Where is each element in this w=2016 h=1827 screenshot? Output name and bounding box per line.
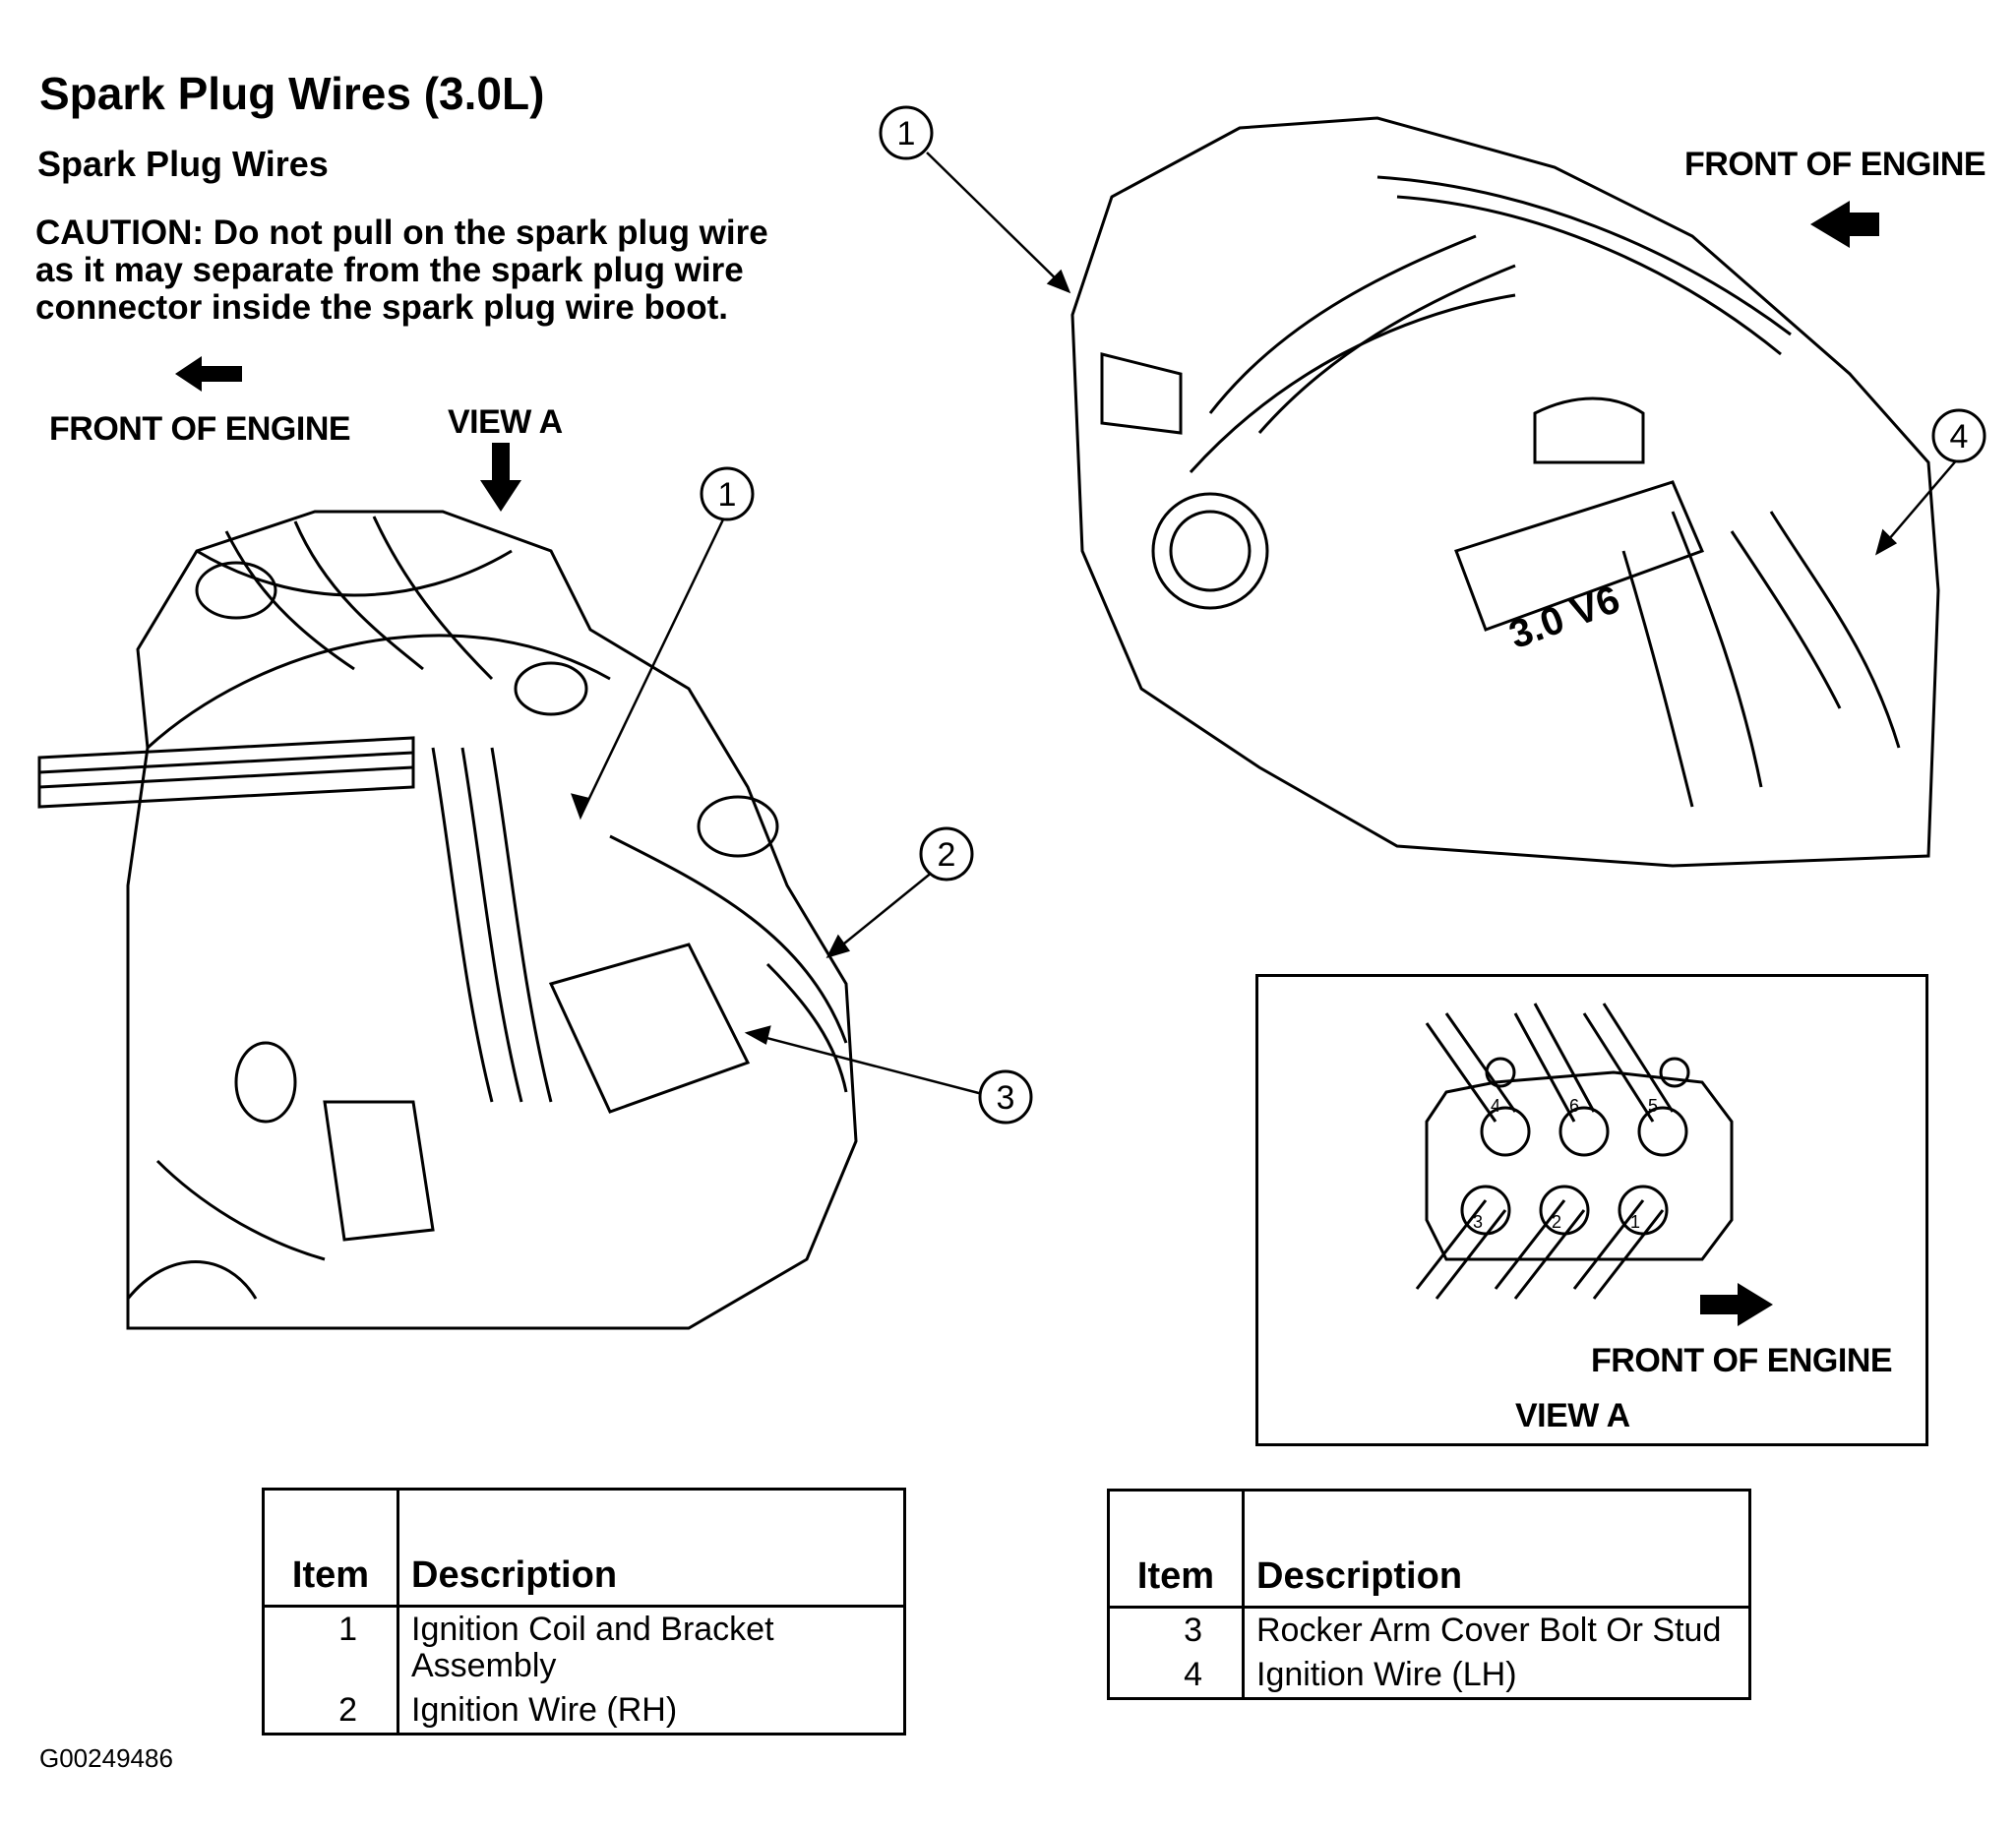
table-row: 2 Ignition Wire (RH): [262, 1688, 906, 1735]
left-callout-leaders: [571, 518, 999, 1100]
left-engine-drawing: [37, 510, 858, 1330]
right-callout-leaders: [926, 152, 1959, 556]
callout-left-2: 2: [938, 836, 956, 874]
callout-right-1: 1: [897, 115, 916, 152]
front-arrow-inset-icon: [1700, 1283, 1773, 1326]
legend-right-item-3: 3: [1107, 1607, 1245, 1653]
inset-plug-2: 2: [1552, 1212, 1561, 1232]
page-title: Spark Plug Wires (3.0L): [39, 68, 545, 119]
legend-left-header-item: Item: [262, 1489, 399, 1608]
inset-plug-6: 6: [1569, 1096, 1579, 1116]
legend-right-header-description: Description: [1242, 1490, 1751, 1609]
legend-table-right: Item Description 3 Rocker Arm Cover Bolt…: [1107, 1489, 1751, 1700]
section-subtitle: Spark Plug Wires: [37, 144, 329, 184]
label-front-of-engine-inset: FRONT OF ENGINE: [1591, 1342, 1893, 1379]
caution-line-3: connector inside the spark plug wire boo…: [35, 288, 728, 327]
front-arrow-left-icon: [175, 356, 242, 392]
view-a-inset-drawing: [1415, 1003, 1734, 1300]
view-a-inset-box: [1255, 974, 1928, 1446]
figure-id: G00249486: [39, 1743, 173, 1773]
inset-plug-5: 5: [1648, 1096, 1658, 1116]
inset-plug-3: 3: [1473, 1212, 1483, 1232]
table-row: 1 Ignition Coil and Bracket Assembly: [262, 1606, 906, 1688]
label-view-a-inset: VIEW A: [1515, 1397, 1630, 1434]
label-front-of-engine-left: FRONT OF ENGINE: [49, 410, 351, 448]
inset-plug-4: 4: [1491, 1096, 1500, 1116]
callout-left-3: 3: [997, 1079, 1015, 1117]
legend-left-item-2: 2: [262, 1688, 399, 1735]
engine-marking: 3.0 V6: [1503, 578, 1625, 657]
right-engine-drawing: [1070, 116, 1940, 868]
legend-left-desc-1: Ignition Coil and Bracket Assembly: [397, 1606, 906, 1688]
view-a-down-arrow-icon: [480, 443, 521, 512]
legend-left-item-1: 1: [262, 1606, 399, 1688]
callout-left-1: 1: [718, 476, 737, 514]
callout-circles: [700, 105, 1986, 1125]
legend-left-desc-2: Ignition Wire (RH): [397, 1688, 906, 1735]
table-row: 3 Rocker Arm Cover Bolt Or Stud: [1107, 1607, 1751, 1653]
legend-right-item-4: 4: [1107, 1653, 1245, 1699]
legend-table-left: Item Description 1 Ignition Coil and Bra…: [262, 1488, 906, 1736]
front-arrow-top-right-icon: [1810, 201, 1879, 248]
label-front-of-engine-top-right: FRONT OF ENGINE: [1684, 146, 1986, 183]
legend-left-header-description: Description: [397, 1489, 906, 1608]
legend-right-header-item: Item: [1107, 1490, 1245, 1609]
callout-right-4: 4: [1950, 418, 1969, 456]
caution-note: CAUTION: Do not pull on the spark plug w…: [35, 214, 842, 327]
caution-line-1: CAUTION: Do not pull on the spark plug w…: [35, 213, 768, 252]
caution-line-2: as it may separate from the spark plug w…: [35, 251, 744, 289]
legend-right-desc-3: Rocker Arm Cover Bolt Or Stud: [1242, 1607, 1751, 1653]
label-view-a-top: VIEW A: [448, 403, 563, 441]
inset-plug-1: 1: [1630, 1212, 1640, 1232]
legend-right-desc-4: Ignition Wire (LH): [1242, 1653, 1751, 1699]
table-row: 4 Ignition Wire (LH): [1107, 1653, 1751, 1699]
